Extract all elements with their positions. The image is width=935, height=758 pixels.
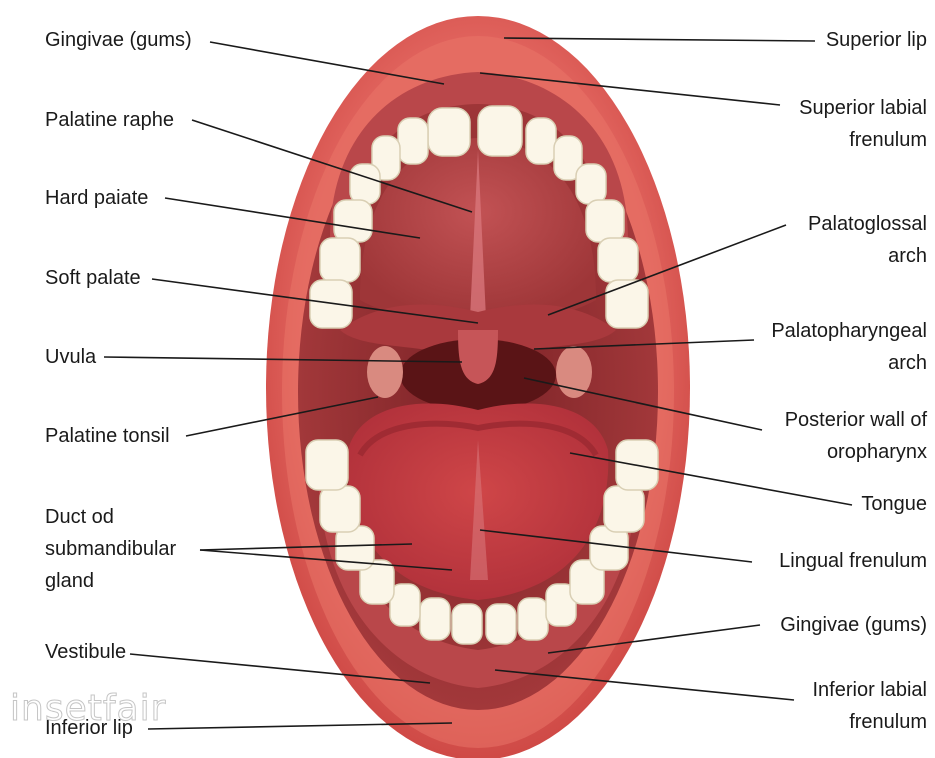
label-palatine-raphe: Palatine raphe (45, 106, 174, 134)
label-gingivae-lower: Gingivae (gums) (780, 611, 927, 639)
label-posterior-wall-1: Posterior wall of (785, 406, 927, 434)
tooth (606, 280, 648, 328)
tooth (350, 164, 380, 204)
label-superior-lip: Superior lip (826, 26, 927, 54)
tooth (604, 486, 644, 532)
label-inferior-labial-2: frenulum (849, 708, 927, 736)
right-tonsil (556, 346, 592, 398)
label-duct-line3: gland (45, 567, 94, 595)
tooth (486, 604, 516, 644)
label-duct-line2: submandibular (45, 535, 176, 563)
label-palatine-tonsil: Palatine tonsil (45, 422, 170, 450)
tooth (576, 164, 606, 204)
label-gingivae-upper: Gingivae (gums) (45, 26, 192, 54)
tooth (420, 598, 450, 640)
tooth (478, 106, 522, 156)
tooth (320, 486, 360, 532)
label-soft-palate: Soft palate (45, 264, 141, 292)
label-inferior-labial-1: Inferior labial (812, 676, 927, 704)
watermark: insetfair (10, 688, 166, 729)
label-lingual-frenulum: Lingual frenulum (779, 547, 927, 575)
label-hard-palate: Hard paiate (45, 184, 148, 212)
tooth (526, 118, 556, 164)
label-palatoglossal-2: arch (888, 242, 927, 270)
label-palatopharyngeal-2: arch (888, 349, 927, 377)
tooth (320, 238, 360, 282)
tooth (306, 440, 348, 490)
tooth (598, 238, 638, 282)
label-vestibule: Vestibule (45, 638, 126, 666)
tooth (310, 280, 352, 328)
label-duct-line1: Duct od (45, 503, 114, 531)
tooth (398, 118, 428, 164)
tooth (452, 604, 482, 644)
label-superior-labial-2: frenulum (849, 126, 927, 154)
label-uvula: Uvula (45, 343, 96, 371)
tooth (334, 200, 372, 242)
tooth (428, 108, 470, 156)
label-posterior-wall-2: oropharynx (827, 438, 927, 466)
label-superior-labial-1: Superior labial (799, 94, 927, 122)
tooth (586, 200, 624, 242)
tooth (518, 598, 548, 640)
label-palatopharyngeal-1: Palatopharyngeal (771, 317, 927, 345)
label-palatoglossal-1: Palatoglossal (808, 210, 927, 238)
label-tongue: Tongue (861, 490, 927, 518)
left-tonsil (367, 346, 403, 398)
